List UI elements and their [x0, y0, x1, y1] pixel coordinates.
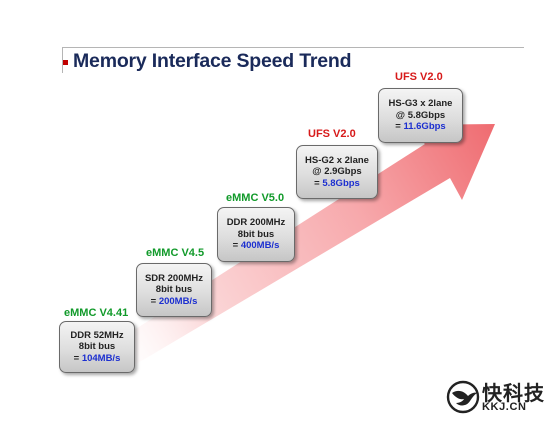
stage-interface: HS-G3 x 2lane: [388, 98, 453, 110]
equals-sign: =: [150, 295, 159, 307]
bird-logo-icon: [446, 380, 480, 414]
stage-bus: @ 5.8Gbps: [395, 109, 446, 121]
stage-box-emmc-v50: DDR 200MHz 8bit bus = 400MB/s: [217, 207, 295, 262]
stage-interface: DDR 200MHz: [226, 217, 286, 229]
stage-bus: 8bit bus: [237, 228, 275, 240]
title-bracket: [62, 47, 63, 73]
stage-result: = 104MB/s: [74, 353, 121, 365]
stage-bus: @ 2.9Gbps: [312, 166, 362, 178]
stage-result: = 5.8Gbps: [314, 178, 360, 190]
equals-sign: =: [73, 352, 82, 364]
equals-sign: =: [395, 121, 404, 133]
version-label-emmc-v441: eMMC V4.41: [64, 307, 129, 319]
stage-interface: DDR 52MHz: [70, 329, 124, 341]
stage-result: = 400MB/s: [233, 240, 280, 252]
equals-sign: =: [232, 240, 241, 252]
stage-speed: 200MB/s: [158, 295, 198, 307]
stage-interface: SDR 200MHz: [144, 272, 204, 284]
stage-box-emmc-v45: SDR 200MHz 8bit bus = 200MB/s: [136, 263, 212, 317]
stage-speed: 11.6Gbps: [403, 121, 446, 133]
version-label-ufs-v20-g3: UFS V2.0: [395, 71, 443, 83]
stage-interface: HS-G2 x 2lane: [305, 154, 369, 166]
stage-box-ufs-hs-g3: HS-G3 x 2lane @ 5.8Gbps = 11.6Gbps: [378, 88, 463, 143]
stage-speed: 400MB/s: [240, 240, 280, 252]
stage-speed: 104MB/s: [81, 352, 121, 364]
version-label-emmc-v50: eMMC V5.0: [226, 192, 285, 204]
title-marker: [63, 60, 68, 65]
title-rule: [62, 47, 524, 48]
stage-box-ufs-hs-g2: HS-G2 x 2lane @ 2.9Gbps = 5.8Gbps: [296, 145, 378, 199]
stage-result: = 11.6Gbps: [395, 121, 445, 133]
stage-bus: 8bit bus: [78, 341, 116, 353]
version-label-emmc-v45: eMMC V4.5: [146, 247, 205, 259]
watermark-cn: 快科技: [482, 383, 545, 405]
watermark: 快科技 KKJ.CN: [446, 377, 546, 417]
equals-sign: =: [314, 177, 323, 189]
stage-box-emmc-v441: DDR 52MHz 8bit bus = 104MB/s: [59, 321, 135, 373]
page-title: Memory Interface Speed Trend: [73, 50, 352, 72]
stage-bus: 8bit bus: [155, 284, 193, 296]
stage-result: = 200MB/s: [151, 296, 198, 308]
watermark-en: KKJ.CN: [482, 401, 527, 413]
stage-speed: 5.8Gbps: [322, 177, 360, 189]
version-label-ufs-v20-g2: UFS V2.0: [308, 128, 356, 140]
